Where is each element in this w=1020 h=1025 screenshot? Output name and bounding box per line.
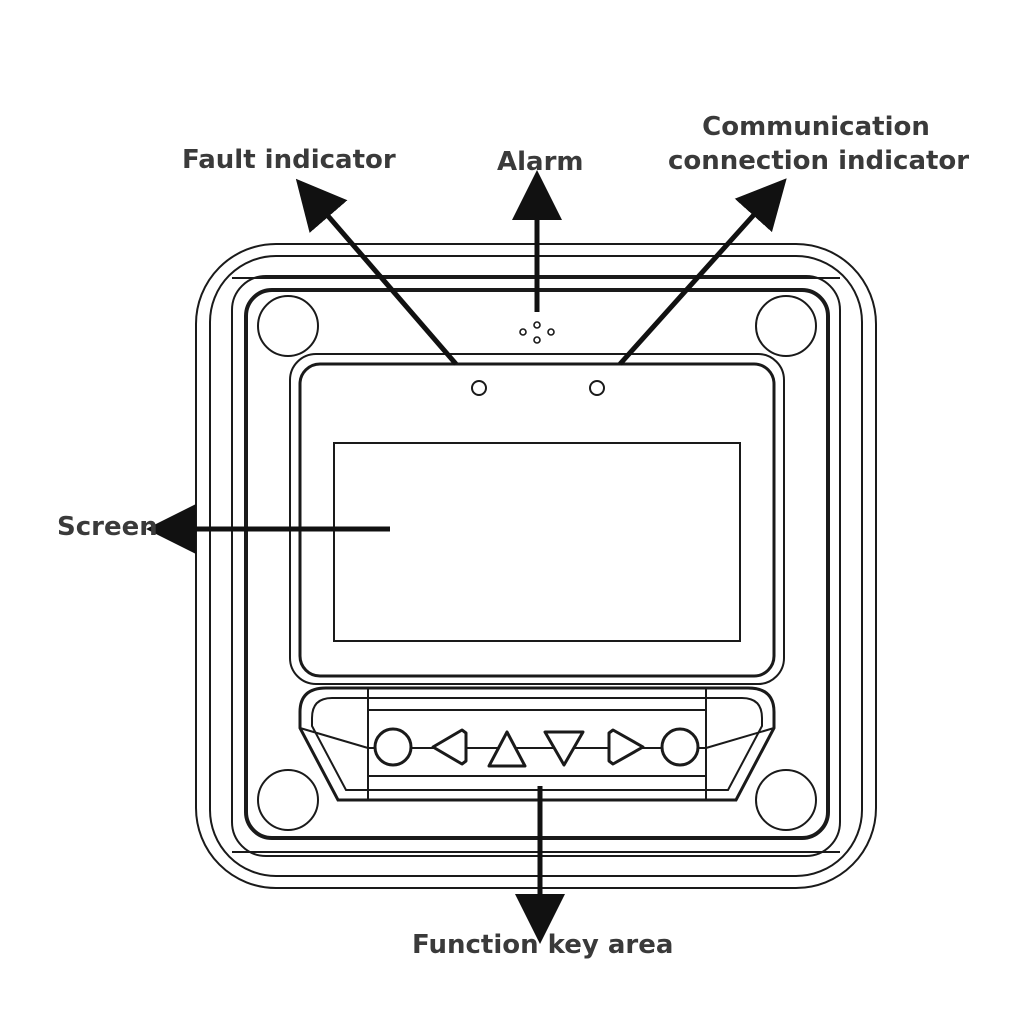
- mounting-hole-top-right: [755, 295, 817, 357]
- mounting-hole-bottom-left: [257, 769, 319, 831]
- screen: [333, 442, 741, 642]
- key-left-arrow: [431, 728, 468, 766]
- key-down-arrow: [543, 730, 585, 767]
- key-up-arrow: [487, 730, 527, 768]
- function-keys: [373, 727, 700, 768]
- fault-indicator-label: Fault indicator: [182, 145, 396, 175]
- key-circle-left: [373, 727, 413, 767]
- mounting-holes: [257, 295, 817, 831]
- screen-label: Screen: [57, 512, 158, 542]
- fault-indicator-arrow: [295, 178, 458, 366]
- mounting-hole-top-left: [257, 295, 319, 357]
- callout-arrows: [146, 170, 787, 944]
- fault-indicator-led: [471, 380, 487, 396]
- communication-label-line1: Communication: [702, 112, 930, 142]
- alarm-buzzer: [519, 321, 555, 344]
- mounting-hole-bottom-right: [755, 769, 817, 831]
- communication-indicator-led: [589, 380, 605, 396]
- communication-label-line2: connection indicator: [668, 146, 970, 176]
- alarm-label: Alarm: [497, 147, 584, 177]
- key-right-arrow: [607, 728, 645, 766]
- function-key-area-label: Function key area: [412, 930, 674, 960]
- communication-arrow: [618, 178, 787, 366]
- function-key-area: [298, 686, 776, 802]
- key-circle-right: [660, 727, 700, 767]
- communication-indicator-label: Communication connection indicator: [668, 110, 970, 178]
- display-window: [289, 353, 785, 685]
